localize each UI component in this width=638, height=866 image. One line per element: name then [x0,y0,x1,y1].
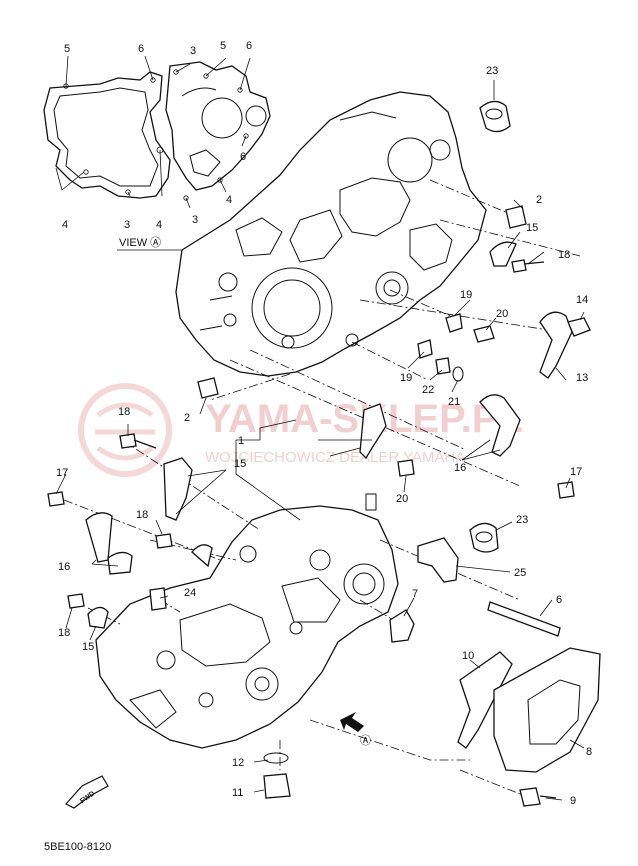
view-a-arrow-marker: Ⓐ [360,734,371,747]
plate-15-left [163,457,193,521]
part-label: 20 [496,308,508,320]
part-label: 7 [412,588,418,600]
drain-plug-11 [263,773,291,799]
small-parts [47,100,601,807]
crankcase-right-half [95,493,399,749]
clip-19-lower [417,339,433,359]
part-label: 19 [460,289,472,301]
part-label: 9 [570,795,576,807]
part-label: 6 [556,594,562,606]
part-labels: 5 6 3 5 6 6 4 3 4 3 4 23 2 15 18 14 19 2… [56,40,592,807]
part-label: 1 [238,435,244,447]
part-label: 11 [232,787,243,799]
part-label: 16 [58,561,70,573]
part-label: 23 [486,65,498,77]
pipe-24 [149,587,167,611]
part-label: 4 [62,219,68,231]
part-label: 3 [124,219,130,231]
bolt-9 [519,787,557,807]
part-label: 10 [462,650,474,662]
part-label: 20 [396,493,408,505]
drawing-code: 5BE100-8120 [44,841,111,853]
part-label: 23 [516,514,528,526]
fwd-arrow-icon: FWD [65,775,109,809]
chain-guide-25 [417,537,459,583]
part-label: 4 [156,219,162,231]
view-a-label: VIEW Ⓐ [119,236,161,249]
part-label: 6 [246,40,252,52]
plate-16-left-b [107,551,133,575]
bolt-14 [567,317,591,337]
part-label: 5 [64,43,70,55]
part-label: 14 [576,294,588,306]
washer-21 [452,366,464,382]
dowel-2-lower [197,377,219,399]
view-a-arrow-icon [340,712,364,732]
part-label: 24 [184,587,196,599]
bolt-20-upper [473,325,495,343]
bolt-18-upper [511,259,545,273]
part-label: 18 [558,249,570,261]
bolt-18-mid [155,533,173,549]
crankcase-left-half [175,91,487,377]
clip-19-upper [445,313,463,333]
bolt-18-lower-left [67,593,85,609]
bracket-center-upper [359,403,387,460]
plate-15-lower-left [87,606,109,629]
part-label: 8 [586,746,592,758]
part-label: 21 [448,396,460,408]
cover-8 [493,647,601,773]
bolt-17-left [47,491,65,507]
oil-seal-23-lower [469,522,499,553]
part-label: 17 [56,467,68,479]
part-label: 19 [400,372,412,384]
part-label: 25 [514,567,526,579]
part-label: 18 [118,406,130,418]
bolt-18-left [119,433,157,449]
part-label: 4 [226,194,232,206]
part-label: 2 [184,412,190,424]
guide-13 [539,311,573,379]
gasket-12 [263,752,289,764]
leader-lines [55,55,585,801]
crankcase-gasket-right [165,61,271,191]
part-label: 3 [192,214,198,226]
plate-15-mid [191,544,213,568]
guard-10 [457,651,513,749]
watermark-logo [78,383,172,477]
dowel-2-upper [505,205,527,229]
part-label: 22 [422,384,434,396]
plate-15-upper [489,241,517,267]
plate-16-left-a [85,512,113,563]
part-label: 15 [234,458,246,470]
collar-22 [435,357,451,375]
oil-seal-23-upper [479,100,511,133]
part-label: 17 [570,466,582,478]
bracket-7 [389,609,415,643]
long-bolt-6 [487,601,561,637]
part-label: 12 [232,757,244,769]
part-label: 6 [240,151,246,163]
part-label: 18 [58,627,70,639]
part-label: 15 [526,222,538,234]
part-label: 13 [576,372,588,384]
part-label: 15 [82,641,94,653]
bolt-17-right [557,481,575,499]
part-label: 3 [190,45,196,57]
bolt-20-lower [397,459,415,477]
part-label: 16 [454,462,466,474]
part-label: 18 [136,509,148,521]
part-label: 5 [220,40,226,52]
part-label: 6 [138,43,144,55]
plate-16-right [479,394,521,457]
part-label: 2 [536,194,542,206]
